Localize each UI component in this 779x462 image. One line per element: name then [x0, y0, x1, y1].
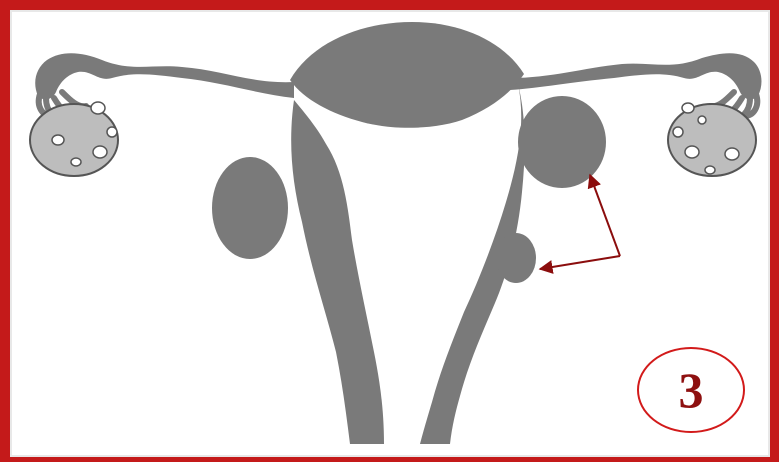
arrow-to-lower-fibroid: [540, 256, 620, 269]
step-number-badge: 3: [637, 347, 745, 433]
fibroid-left: [212, 157, 288, 259]
step-number: 3: [679, 365, 704, 415]
uterus-left-wall: [291, 100, 384, 444]
left-fallopian-tube: [35, 53, 294, 99]
uterus-fundus: [290, 22, 524, 128]
arrow-icon: [540, 175, 620, 269]
right-ovary: [668, 104, 756, 176]
arrow-to-upper-fibroid: [590, 175, 620, 256]
fibroid-right-upper: [518, 96, 606, 188]
diagram-panel: 3: [10, 10, 770, 457]
right-fallopian-tube: [510, 53, 761, 99]
fibroid-right-lower: [496, 233, 536, 283]
